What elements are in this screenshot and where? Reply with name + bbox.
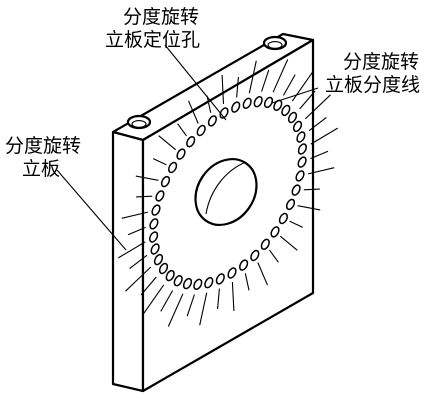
division-line (236, 76, 239, 98)
locating-hole (253, 96, 263, 108)
locating-hole (260, 238, 270, 250)
leader-line-division (271, 87, 319, 104)
locating-hole (287, 111, 298, 124)
leader-line-holes (164, 44, 227, 121)
division-line (304, 94, 331, 120)
division-line (158, 135, 177, 151)
division-line (152, 158, 167, 166)
locating-hole (176, 148, 186, 160)
division-line (289, 220, 304, 228)
division-line (217, 288, 220, 310)
locating-hole (168, 161, 178, 174)
hole-label-line-2: 立板定位孔 (105, 29, 200, 51)
division-line (121, 211, 149, 219)
top-mounting-hole-left (126, 114, 152, 130)
division-line (140, 276, 157, 296)
division-line (136, 195, 153, 198)
division-line (291, 70, 314, 102)
locating-hole (158, 262, 169, 275)
locating-hole (285, 198, 296, 211)
division-line (297, 205, 321, 211)
locating-hole (149, 218, 159, 230)
division-line (206, 95, 212, 113)
locating-hole (151, 204, 161, 216)
division-line (261, 69, 270, 92)
division-line (160, 290, 174, 312)
division-line (135, 175, 159, 181)
division-line (186, 294, 195, 317)
locating-hole (204, 277, 214, 289)
division-line (118, 241, 146, 259)
division-line (308, 116, 327, 132)
locating-hole (215, 273, 225, 285)
locating-hole (239, 259, 249, 271)
plate-label-line-1: 分度旋转 (5, 135, 81, 157)
locating-hole (165, 269, 175, 282)
locating-hole (160, 175, 171, 188)
locating-hole (281, 104, 291, 117)
division-line (199, 292, 208, 326)
division-line (127, 226, 146, 236)
locating-hole (278, 212, 288, 225)
locating-hole (155, 190, 165, 202)
division-line (269, 249, 279, 263)
locating-hole (173, 275, 183, 287)
locating-hole (182, 277, 193, 290)
locating-hole (291, 184, 301, 196)
hole-label-line-1: 分度旋转 (123, 6, 199, 28)
locating-hole (297, 143, 307, 155)
division-line (231, 281, 235, 312)
locating-hole (250, 249, 260, 262)
division-line (167, 293, 184, 327)
locating-hole (193, 278, 203, 290)
locating-hole (297, 156, 307, 168)
division-line (221, 74, 225, 105)
locating-hole (150, 243, 160, 255)
division-line (310, 150, 329, 160)
locating-hole (292, 120, 303, 133)
locating-hole (207, 115, 217, 127)
locating-hole (263, 96, 274, 109)
division-line (257, 262, 269, 286)
division-line (248, 60, 257, 94)
division-line (310, 127, 338, 145)
division-label-line-1: 分度旋转 (343, 51, 419, 73)
locating-hole (270, 226, 280, 238)
locating-hole (196, 124, 206, 137)
division-line (307, 167, 335, 175)
division-line (279, 235, 298, 251)
locating-hole (186, 136, 196, 148)
locating-hole-ring (149, 96, 307, 290)
division-line (129, 254, 148, 270)
locating-hole (296, 131, 306, 143)
top-mounting-hole-right (262, 35, 288, 51)
division-line (303, 188, 320, 191)
division-line (244, 273, 250, 291)
plate-label-line-2: 立板 (22, 158, 60, 180)
division-line (142, 284, 165, 316)
locating-hole (153, 253, 164, 266)
locating-hole (149, 231, 159, 243)
division-line (187, 100, 199, 124)
center-bore (194, 158, 258, 226)
locating-hole (295, 170, 305, 182)
division-line (299, 90, 316, 110)
division-lines (118, 59, 338, 327)
division-line-label: 分度旋转 立板分度线 (325, 51, 420, 96)
leader-line-plate (56, 169, 127, 251)
locating-hole (231, 101, 241, 113)
division-line (272, 59, 289, 93)
division-label-line-2: 立板分度线 (325, 74, 420, 96)
plate-label: 分度旋转 立板 (5, 135, 81, 180)
division-line (177, 123, 187, 137)
locating-hole (227, 267, 237, 279)
division-line (282, 74, 296, 96)
division-line (125, 266, 152, 292)
hole-label: 分度旋转 立板定位孔 (105, 6, 200, 51)
locating-hole (242, 97, 252, 109)
